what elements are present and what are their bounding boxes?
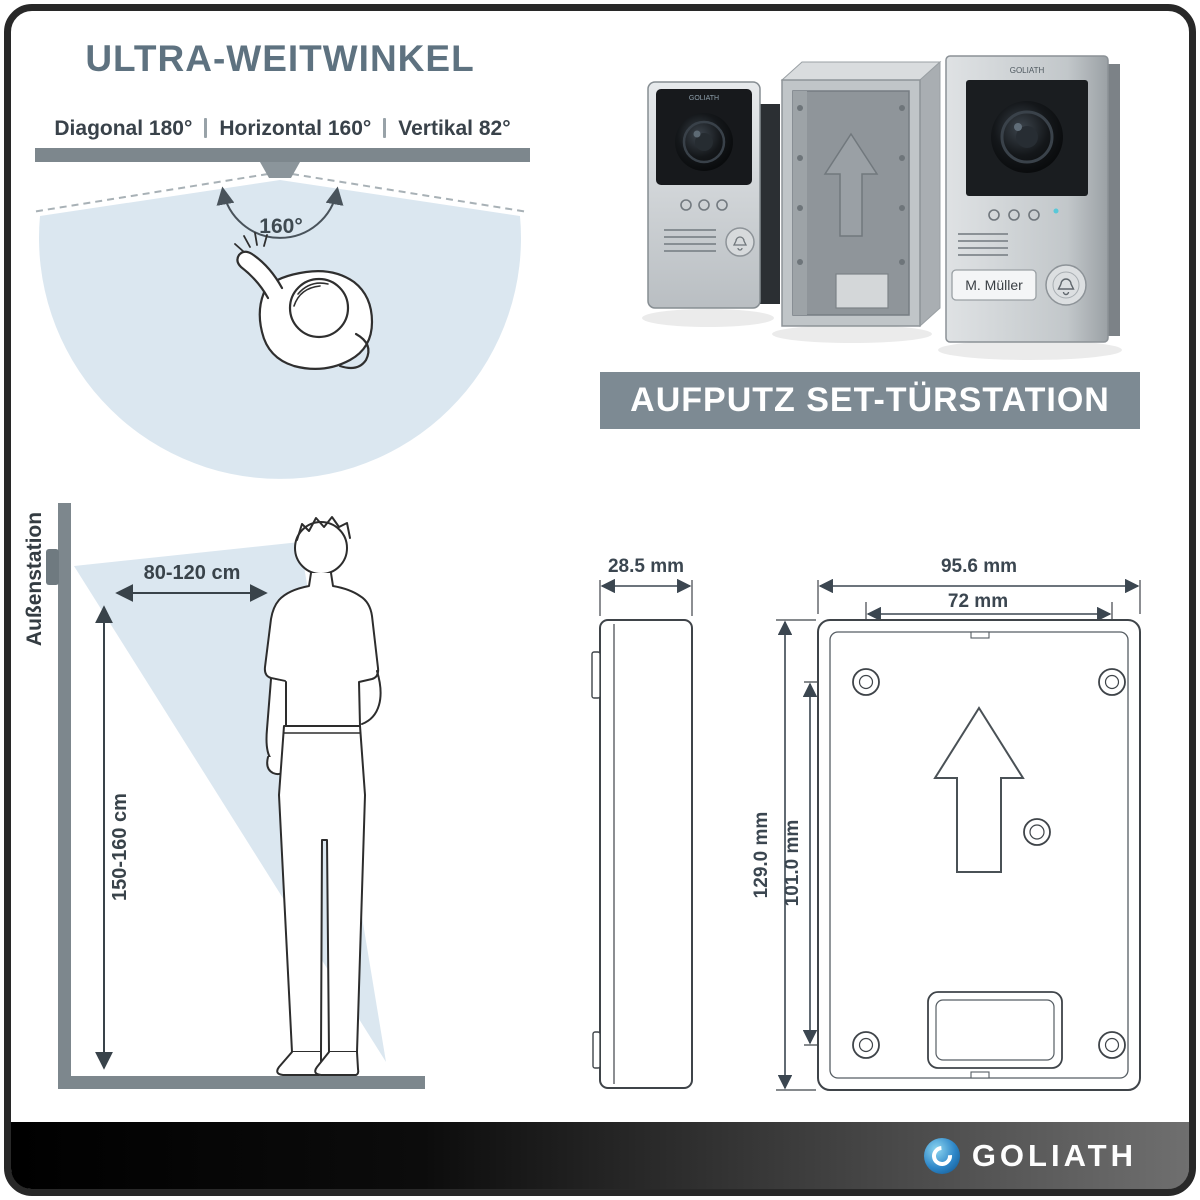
- right-shoe: [314, 1051, 360, 1076]
- side-profile: [599, 619, 693, 1089]
- lens-core: [1016, 126, 1038, 148]
- latch-bump-bottom: [592, 1031, 601, 1069]
- lens-highlight: [693, 130, 701, 138]
- bell-button-ring: [1052, 271, 1080, 299]
- shadow: [642, 309, 774, 327]
- goliath-logo-icon: [923, 1137, 960, 1174]
- outdoor-station-device: [46, 549, 59, 585]
- distance-label: 80-120 cm: [144, 562, 241, 584]
- bell-button: [1045, 264, 1087, 306]
- nameplate: [951, 269, 1037, 301]
- lens-ring: [682, 120, 726, 164]
- cavity-shading: [793, 91, 807, 315]
- product-mounting-box: [780, 60, 942, 328]
- screw-holes: [797, 105, 905, 265]
- nameplate-text: M. Müller: [965, 277, 1023, 293]
- hair: [296, 516, 351, 541]
- angle-label: 160°: [259, 215, 302, 238]
- standing-person: [263, 516, 382, 1076]
- lens-core: [695, 133, 713, 151]
- wide-angle-title: ULTRA-WEITWINKEL: [85, 38, 475, 79]
- product-door-station-angled: GOLIATH: [647, 81, 780, 309]
- speaker-grille-icon: [958, 233, 1008, 256]
- extension-lines-outer-width: [817, 580, 1141, 614]
- bottom-cutout: [927, 991, 1063, 1069]
- goliath-logo-text: GOLIATH: [971, 1137, 1137, 1173]
- hole-width-label: 72 mm: [948, 591, 1008, 612]
- spec-divider: [204, 118, 208, 138]
- banner-text: AUFPUTZ SET-TÜRSTATION: [630, 381, 1110, 419]
- spec-diagonal: Diagonal 180°: [54, 117, 193, 140]
- dashed-sight-line-left: [31, 173, 269, 213]
- bell-icon: [732, 236, 748, 251]
- status-led: [1053, 208, 1059, 214]
- camera-unit: [260, 162, 300, 178]
- hand-fingers: [234, 232, 268, 253]
- height-label: 150-160 cm: [109, 793, 131, 901]
- box-top-face: [780, 61, 942, 81]
- wall-bar: [35, 148, 530, 162]
- spec-vertical: Vertikal 82°: [398, 117, 511, 140]
- station-label: Außenstation: [23, 512, 46, 646]
- shadow: [772, 325, 932, 343]
- angle-arc: [216, 186, 344, 239]
- head: [294, 521, 348, 575]
- technical-drawing: 28.5 mm: [591, 556, 1141, 1091]
- device-logo-text: GOLIATH: [689, 95, 719, 102]
- bell-icon: [1057, 278, 1075, 296]
- bell-button: [725, 227, 755, 257]
- side-view: [591, 578, 693, 1089]
- embossed-up-arrow: [823, 132, 879, 237]
- latch-bump-top: [591, 651, 601, 699]
- extension-lines-outer-height: [776, 619, 816, 1091]
- outer-height-label: 129.0 mm: [751, 812, 772, 899]
- device-logo-text: GOLIATH: [1010, 66, 1045, 75]
- mounting-height-diagram: Außenstation 80-120 cm 150-160 cm: [23, 503, 425, 1089]
- hole-height-label: 101.0 mm: [782, 820, 803, 907]
- spec-divider: [383, 118, 387, 138]
- right-arm: [361, 670, 382, 725]
- right-arm-top: [338, 332, 370, 370]
- speaker-grille-icon: [664, 229, 716, 252]
- cable-hole-inner: [1029, 824, 1045, 840]
- extension-lines: [599, 580, 693, 616]
- lens-highlight: [1014, 123, 1022, 131]
- status-icons: [680, 199, 728, 211]
- dashed-sight-line-right: [291, 173, 529, 213]
- floor: [58, 1076, 425, 1089]
- lens-ring: [1000, 110, 1054, 164]
- shadow: [938, 340, 1122, 360]
- hair-lines: [293, 282, 329, 307]
- mounting-holes: [852, 668, 1126, 1059]
- person-top-view: [234, 232, 374, 371]
- product-banner: AUFPUTZ SET-TÜRSTATION: [600, 372, 1140, 429]
- wide-angle-specs: Diagonal 180° Horizontal 160° Vertikal 82°: [10, 117, 555, 141]
- bottom-cutout-inner: [935, 999, 1055, 1061]
- status-icons: [988, 209, 1040, 221]
- orientation-arrow: [933, 706, 1025, 873]
- product-door-station-front: GOLIATH M. Müller: [945, 55, 1120, 343]
- top-tab: [970, 631, 990, 639]
- depth-label: 28.5 mm: [608, 556, 684, 577]
- viewing-angle-diagram: 160°: [31, 148, 530, 479]
- left-arm-top: [236, 250, 284, 300]
- cable-hole: [1023, 818, 1051, 846]
- bottom-tab: [970, 1071, 990, 1079]
- outer-width-label: 95.6 mm: [941, 556, 1017, 577]
- spec-horizontal: Horizontal 160°: [219, 117, 372, 140]
- wall: [58, 503, 71, 1089]
- backplate-view: [776, 578, 1141, 1091]
- product-photos: GOLIATH: [642, 55, 1122, 360]
- box-right-face: [919, 60, 941, 328]
- head-top: [288, 277, 350, 339]
- pants: [278, 725, 366, 1053]
- footer-bar: GOLIATH: [11, 1122, 1189, 1189]
- cable-cutout: [835, 273, 889, 309]
